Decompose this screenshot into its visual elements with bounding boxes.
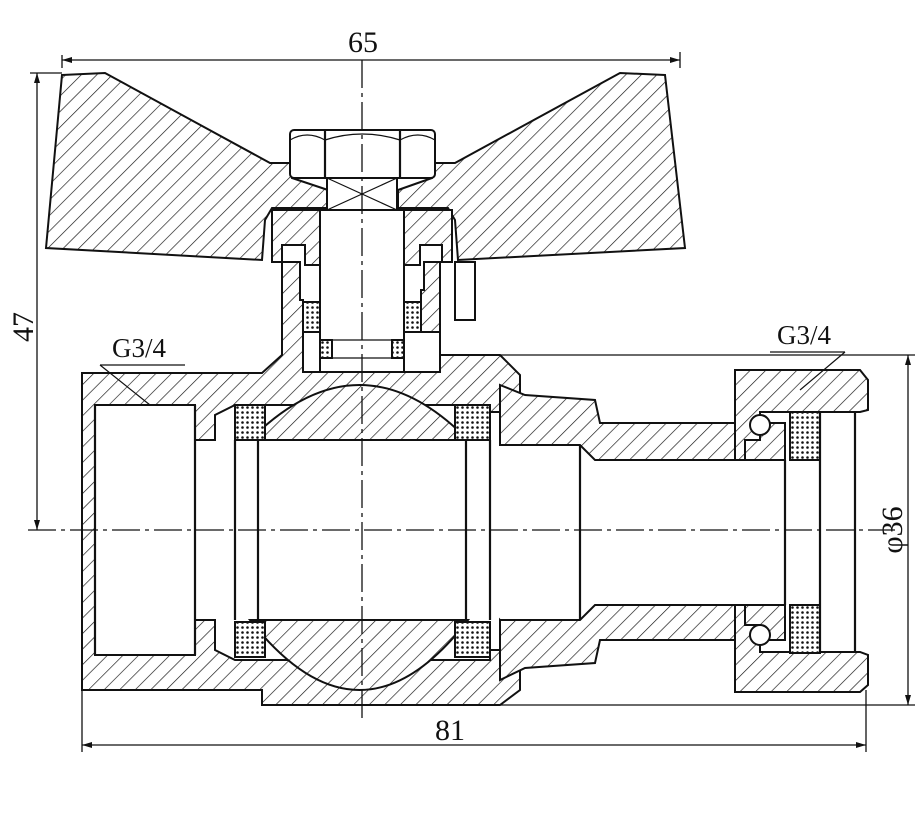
- seat-left-upper: [234, 404, 266, 441]
- seat-left-lower: [234, 621, 266, 658]
- dim-height: 47: [7, 312, 40, 342]
- stop-pin: [454, 261, 476, 321]
- union-gasket-lower: [789, 604, 821, 654]
- thread-label-right: G3/4: [777, 320, 832, 350]
- dim-top-width: 65: [348, 26, 378, 59]
- ball-upper: [247, 384, 471, 441]
- o-ring-lower: [749, 624, 771, 646]
- o-ring-upper: [749, 414, 771, 436]
- tailpiece: [499, 383, 786, 682]
- union-gasket-upper: [789, 411, 821, 461]
- stem-seal-left-upper: [302, 301, 321, 333]
- seat-right-lower: [454, 621, 491, 658]
- thread-label-left: G3/4: [112, 333, 167, 363]
- dim-diameter: φ36: [876, 506, 909, 553]
- stem-seal-right-lower: [391, 339, 405, 359]
- seat-right-upper: [454, 404, 491, 441]
- union-nut: [734, 369, 869, 693]
- dim-bottom-length: 81: [435, 714, 465, 747]
- stem-seal-right-upper: [403, 301, 422, 333]
- ball-lower: [247, 619, 471, 691]
- stem-seal-left-lower: [319, 339, 333, 359]
